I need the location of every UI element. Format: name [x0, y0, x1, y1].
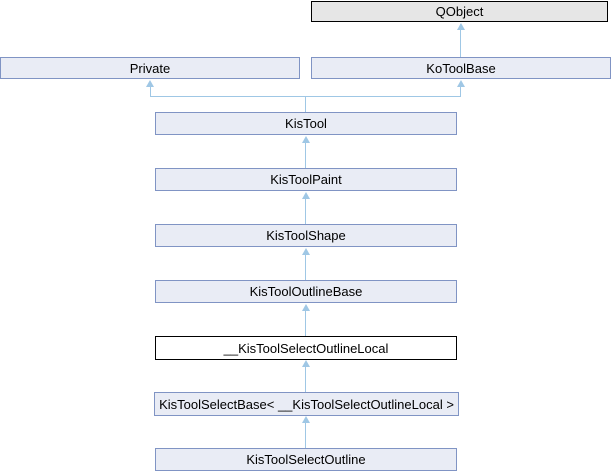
class-node-kistoolselectoutlinelocal-focal: __KisToolSelectOutlineLocal — [155, 336, 457, 360]
edge-kistoolshape-kistoolpaint — [305, 198, 306, 224]
class-node-kistool[interactable]: KisTool — [155, 112, 457, 135]
arrowhead-icon — [302, 416, 310, 423]
arrowhead-icon — [302, 248, 310, 255]
arrowhead-icon — [457, 80, 465, 87]
arrowhead-icon — [146, 80, 154, 87]
edge-kistoolselectbase-focal — [305, 366, 306, 392]
class-node-kistooloutlinebase[interactable]: KisToolOutlineBase — [155, 280, 457, 303]
arrowhead-icon — [457, 23, 465, 30]
arrowhead-icon — [302, 304, 310, 311]
edge-kistool-kotoolbase — [460, 86, 461, 96]
arrowhead-icon — [302, 360, 310, 367]
edge-kistoolselectoutline-kistoolselectbase — [305, 422, 306, 448]
class-node-qobject: QObject — [311, 1, 608, 22]
class-node-kistoolshape[interactable]: KisToolShape — [155, 224, 457, 247]
class-node-kistoolpaint[interactable]: KisToolPaint — [155, 168, 457, 191]
edge-kistoolpaint-kistool — [305, 142, 306, 168]
class-node-kistoolselectoutline[interactable]: KisToolSelectOutline — [155, 448, 457, 471]
edge-kistooloutlinebase-kistoolshape — [305, 254, 306, 280]
edge-bus-horizontal — [150, 96, 461, 97]
arrowhead-icon — [302, 136, 310, 143]
class-node-private[interactable]: Private — [0, 57, 300, 79]
edge-bus-drop — [305, 97, 306, 112]
class-node-kotoolbase[interactable]: KoToolBase — [311, 57, 611, 79]
edge-kistool-private — [150, 86, 151, 96]
edge-focal-kistooloutlinebase — [305, 310, 306, 336]
arrowhead-icon — [302, 192, 310, 199]
edge-kotoolbase-qobject — [460, 24, 461, 57]
class-node-kistoolselectbase[interactable]: KisToolSelectBase< __KisToolSelectOutlin… — [154, 392, 459, 416]
